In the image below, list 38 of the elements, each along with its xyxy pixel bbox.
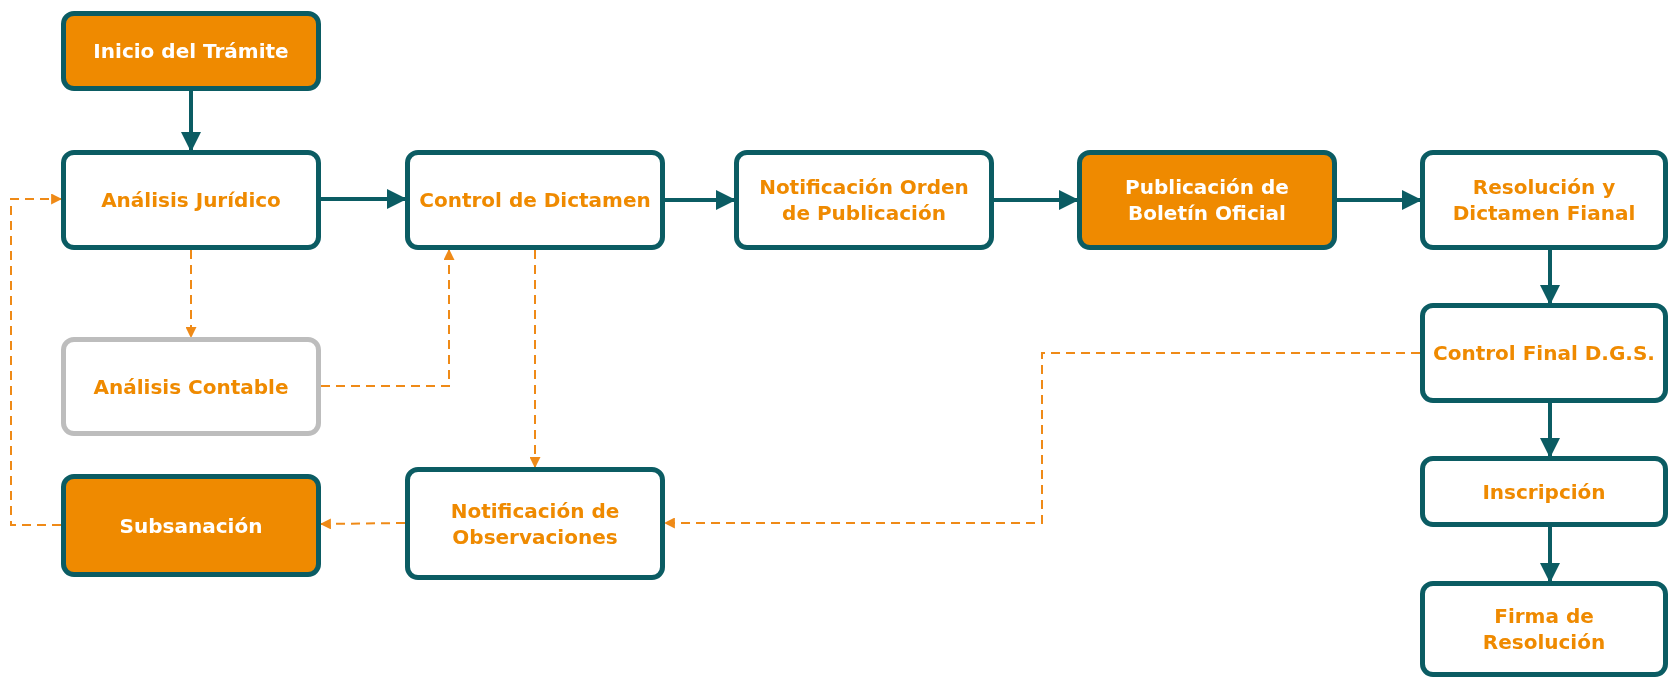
process-box	[61, 474, 321, 577]
box-label: Análisis Jurídico	[100, 187, 282, 213]
process-box	[61, 150, 321, 250]
arrow	[1540, 403, 1560, 458]
box-label: Inscripción	[1481, 478, 1607, 505]
process-box	[1420, 581, 1668, 677]
arrow	[663, 352, 1421, 529]
arrow	[185, 249, 197, 339]
arrow	[994, 190, 1079, 210]
arrow	[529, 249, 541, 469]
process-box	[1420, 456, 1668, 527]
arrow	[1540, 250, 1560, 305]
arrow	[181, 91, 201, 152]
process-box	[1420, 303, 1668, 403]
process-box	[734, 150, 994, 250]
arrow	[10, 193, 63, 526]
arrow	[1337, 190, 1422, 210]
box-label: Notificación Orden de Publicación	[758, 174, 970, 226]
box-label: Publicación de Boletín Oficial	[1124, 174, 1290, 226]
box-label: Resolución y Dictamen Fianal	[1451, 174, 1637, 226]
box-label: Notificación de Observaciones	[449, 497, 621, 550]
box-label: Inicio del Trámite	[92, 38, 290, 64]
process-box	[405, 150, 665, 250]
process-box	[405, 467, 665, 580]
process-box	[1420, 150, 1668, 250]
arrow	[1540, 527, 1560, 583]
box-label: Control de Dictamen	[418, 187, 652, 213]
arrow	[665, 190, 736, 210]
process-box	[61, 11, 321, 91]
box-label: Subsanación	[118, 512, 264, 539]
process-box	[1077, 150, 1337, 250]
arrow	[321, 189, 407, 209]
box-label: Firma de Resolución	[1481, 603, 1607, 655]
arrow	[320, 248, 455, 387]
arrow	[319, 518, 406, 530]
box-label: Análisis Contable	[92, 373, 290, 400]
box-label: Control Final D.G.S.	[1432, 340, 1656, 366]
process-box	[61, 337, 321, 436]
